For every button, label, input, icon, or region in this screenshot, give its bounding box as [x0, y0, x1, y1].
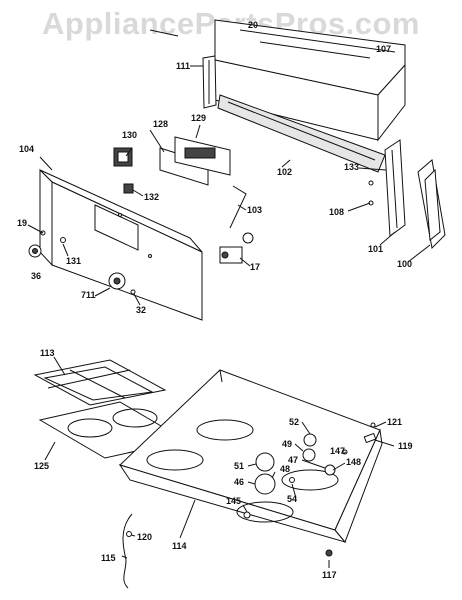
igniter-parts [325, 422, 377, 557]
side-trim-100 [417, 159, 446, 250]
label-49: 49 [282, 439, 292, 449]
label-111: 111 [176, 61, 190, 71]
burner-grate [33, 359, 167, 406]
label-20: 20 [248, 20, 258, 30]
label-104: 104 [19, 144, 34, 154]
label-132: 132 [144, 192, 159, 202]
label-51: 51 [234, 461, 244, 471]
cooktop [118, 369, 383, 543]
backsplash-panel [214, 19, 406, 142]
label-52: 52 [289, 417, 299, 427]
gas-tube [122, 513, 133, 589]
label-102: 102 [277, 167, 292, 177]
label-133: 133 [344, 162, 359, 172]
label-100: 100 [397, 259, 412, 269]
label-19: 19 [17, 218, 27, 228]
label-32: 32 [136, 305, 146, 315]
label-48: 48 [280, 464, 290, 474]
label-129: 129 [191, 113, 206, 123]
control-panel [39, 168, 203, 321]
label-130: 130 [122, 130, 137, 140]
label-115: 115 [101, 553, 116, 563]
vent-trim [217, 94, 386, 173]
label-128: 128 [153, 119, 168, 129]
label-103: 103 [247, 205, 262, 215]
label-147: 147 [330, 446, 345, 456]
knob-132 [123, 183, 134, 194]
control-overlay [159, 136, 231, 186]
label-36: 36 [31, 271, 41, 281]
label-107: 107 [376, 44, 391, 54]
label-711: 711 [81, 290, 96, 300]
leader-lines [27, 29, 431, 568]
left-side-bracket [202, 55, 217, 109]
label-120: 120 [137, 532, 152, 542]
label-125: 125 [34, 461, 49, 471]
bracket-103 [229, 185, 247, 229]
label-121: 121 [387, 417, 402, 427]
end-bracket-101 [384, 139, 406, 237]
label-114: 114 [172, 541, 187, 551]
label-108: 108 [329, 207, 344, 217]
label-131: 131 [66, 256, 81, 266]
clock-module [113, 147, 133, 167]
label-17: 17 [250, 262, 260, 272]
label-47: 47 [288, 455, 298, 465]
part-labels: 20 107 111 104 130 128 129 102 132 133 1… [17, 20, 413, 580]
label-101: 101 [368, 244, 383, 254]
label-148: 148 [346, 457, 361, 467]
label-113: 113 [40, 348, 55, 358]
label-46: 46 [234, 477, 244, 487]
gas-valve [219, 232, 254, 264]
label-119: 119 [398, 441, 413, 451]
label-145: 145 [226, 496, 241, 506]
label-117: 117 [322, 570, 337, 580]
label-54: 54 [287, 494, 297, 504]
